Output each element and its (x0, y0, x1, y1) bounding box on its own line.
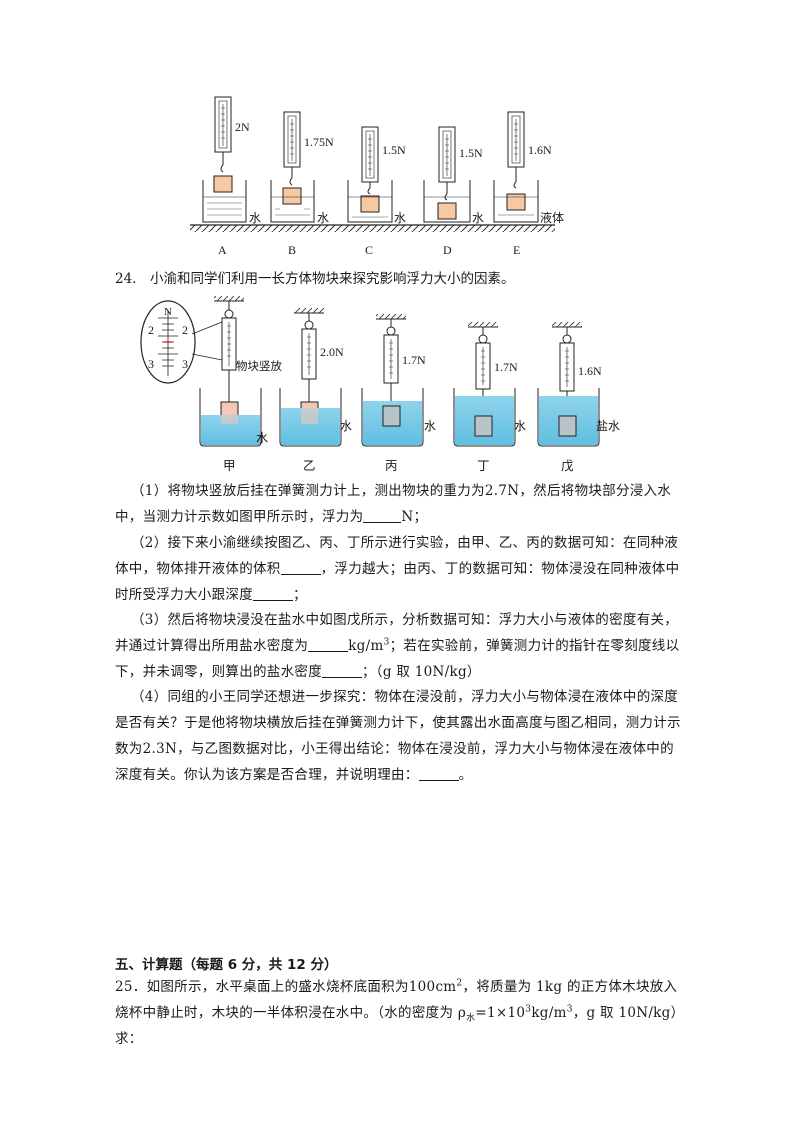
reading-wu: 1.6N (578, 364, 602, 378)
reading-ding: 1.7N (494, 360, 518, 374)
q25-e: kg/m (531, 1005, 567, 1021)
q25-a: 25．如图所示，水平桌面上的盛水烧杯底面积为100cm (115, 979, 457, 995)
liquid-label-d: 水 (472, 211, 484, 225)
q24-p2-c: ； (293, 587, 307, 603)
liquid-label-c: 水 (394, 211, 406, 225)
setup-jia (199, 296, 262, 447)
name-wu: 戊 (561, 459, 574, 473)
callout-2-right: 2 (182, 323, 188, 337)
setup-d (423, 126, 471, 223)
reading-d: 1.5N (459, 146, 483, 160)
q24-p3-unit: kg/m (348, 638, 384, 654)
letter-b: B (288, 243, 296, 257)
setup-ding (453, 322, 516, 447)
q24-part-4: （4）同组的小王同学还想进一步探究：物体在浸没前，浮力大小与物体浸在液体中的深度… (115, 684, 685, 788)
liquid-label-b: 水 (317, 211, 329, 225)
reading-bing: 1.7N (402, 353, 426, 367)
answer-blank-5[interactable] (322, 663, 362, 678)
q25-f: ，g 取 10N/kg）求： (115, 1005, 685, 1047)
callout-n-label: N (164, 306, 172, 318)
scale-callout (140, 300, 223, 384)
q24-p1-text: （1）将物块竖放后挂在弹簧测力计上，测出物块的重力为2.7N，然后将物块部分浸入… (115, 483, 672, 525)
reading-b: 1.75N (304, 135, 334, 149)
q24-p3-a: （3）然后将物块浸没在盐水中如图戊所示，分析数据可知：浮力大小与液体的密度有关，… (115, 612, 679, 654)
label-wukuai-shufang: 物块竖放 (236, 359, 282, 373)
liquid-wu: 盐水 (596, 419, 620, 433)
callout-3-left: 3 (148, 357, 154, 371)
setup-a (202, 96, 247, 223)
liquid-label-a: 水 (249, 211, 261, 225)
liquid-ding: 水 (514, 419, 526, 433)
q25-b: ，将质量为 1kg 的正方体木块放入烧杯中静止时，木块的一半体积浸在水中。（水的… (115, 979, 678, 1021)
q24-part-1: （1）将物块竖放后挂在弹簧测力计上，测出物块的重力为2.7N，然后将物块部分浸入… (115, 478, 685, 530)
figure-q24-buoyancy: N 2 2 3 3 (140, 296, 620, 473)
reading-c: 1.5N (382, 143, 406, 157)
q25-c: 水 (466, 1013, 476, 1024)
liquid-yi: 水 (340, 419, 352, 433)
letter-e: E (513, 243, 520, 257)
name-ding: 丁 (477, 459, 490, 473)
name-bing: 丙 (385, 459, 398, 473)
letter-a: A (218, 243, 227, 257)
setup-c (347, 126, 393, 223)
q24-p1-end: N； (401, 509, 428, 525)
setup-wu (537, 322, 600, 447)
reading-a: 2N (235, 120, 250, 134)
answer-blank-4[interactable] (308, 637, 349, 652)
q24-p3-c: ；（g 取 10N/kg） (362, 664, 481, 680)
callout-2-left: 2 (148, 323, 154, 337)
q24-p2-b: ，浮力越大；由丙、丁的数据可知：物体浸没在同种液体中时所受浮力大小跟深度 (115, 561, 680, 603)
reading-e: 1.6N (528, 143, 552, 157)
liquid-jia: 水 (256, 431, 268, 445)
answer-blank-3[interactable] (253, 586, 293, 601)
q24-p4-a: （4）同组的小王同学还想进一步探究：物体在浸没前，浮力大小与物体浸在液体中的深度… (115, 689, 681, 783)
setup-yi (279, 308, 342, 447)
q25-d: =1×10 (475, 1005, 526, 1021)
name-jia: 甲 (223, 459, 236, 473)
liquid-label-e: 液体 (540, 210, 564, 225)
question-24-stem: 24. 小渝和同学们利用一长方体物块来探究影响浮力大小的因素。 (115, 271, 515, 287)
q24-part-2: （2）接下来小渝继续按图乙、丙、丁所示进行实验，由甲、乙、丙的数据可知：在同种液… (115, 530, 685, 608)
answer-blank-2[interactable] (280, 560, 321, 575)
reading-yi: 2.0N (320, 345, 344, 359)
setup-b (270, 111, 315, 223)
figure-spring-scales-abcde: 2N 1.75N 1.5N 1.5N 1.6N 水 水 水 水 液体 A B C… (190, 96, 564, 257)
name-yi: 乙 (303, 459, 316, 473)
section-5-heading: 五、计算题（每题 6 分，共 12 分） (115, 957, 338, 973)
liquid-bing: 水 (424, 419, 436, 433)
answer-blank-6[interactable] (418, 766, 459, 781)
answer-blank-1[interactable] (363, 508, 402, 523)
q24-p2-a: （2）接下来小渝继续按图乙、丙、丁所示进行实验，由甲、乙、丙的数据可知：在同种液… (115, 535, 679, 577)
letter-d: D (443, 243, 452, 257)
setup-bing (361, 314, 424, 447)
letter-c: C (365, 243, 373, 257)
callout-3-right: 3 (182, 357, 188, 371)
q24-p3-b: ；若在实验前，弹簧测力计的指针在零刻度线以下，并未调零，则算出的盐水密度 (115, 638, 680, 680)
q24-p4-end: 。 (458, 767, 473, 783)
setup-e (493, 111, 539, 223)
q24-part-3: （3）然后将物块浸没在盐水中如图戊所示，分析数据可知：浮力大小与液体的密度有关，… (115, 612, 680, 680)
question-25: 25．如图所示，水平桌面上的盛水烧杯底面积为100cm2，将质量为 1kg 的正… (115, 978, 685, 1047)
